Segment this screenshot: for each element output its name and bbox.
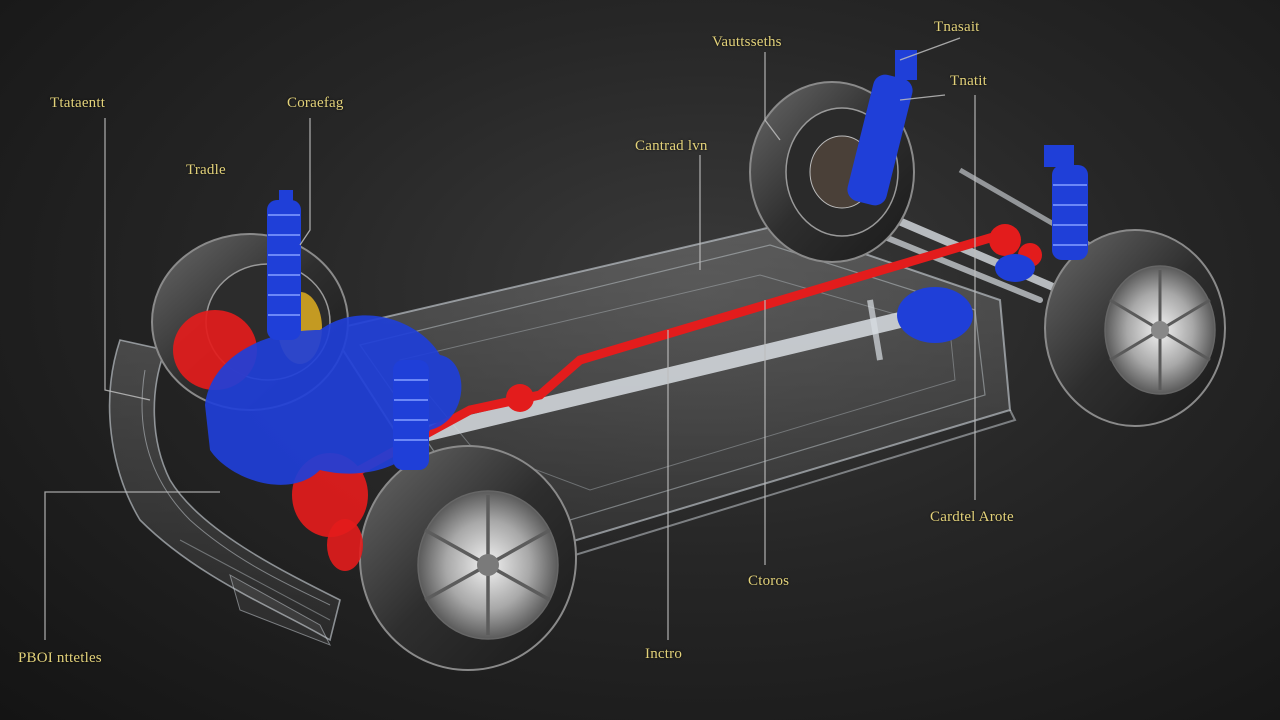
label-inctro: Inctro: [645, 646, 683, 662]
label-tnatit: Tnatit: [950, 73, 988, 89]
front-body-shell: [108, 339, 341, 646]
label-tradle: Tradle: [186, 162, 226, 178]
label-tnasait: Tnasait: [934, 19, 980, 35]
rear-right-wheel: [1044, 229, 1226, 427]
label-pboi-nttetles: PBOI nttetles: [18, 650, 102, 666]
label-coraefag: Coraefag: [287, 95, 344, 111]
coil-stripes: [268, 184, 1087, 441]
front-right-wheel: [359, 445, 577, 671]
label-cantrad-lvn: Cantrad lvn: [635, 138, 708, 154]
label-ttataentt: Ttataentt: [50, 95, 106, 111]
label-vauttsseths: Vauttsseths: [712, 34, 782, 50]
label-cardtel-arote: Cardtel Arote: [930, 509, 1014, 525]
suspension-blue: [205, 50, 1088, 485]
label-ctoros: Ctoros: [748, 573, 790, 589]
leader-lines: [44, 37, 976, 640]
